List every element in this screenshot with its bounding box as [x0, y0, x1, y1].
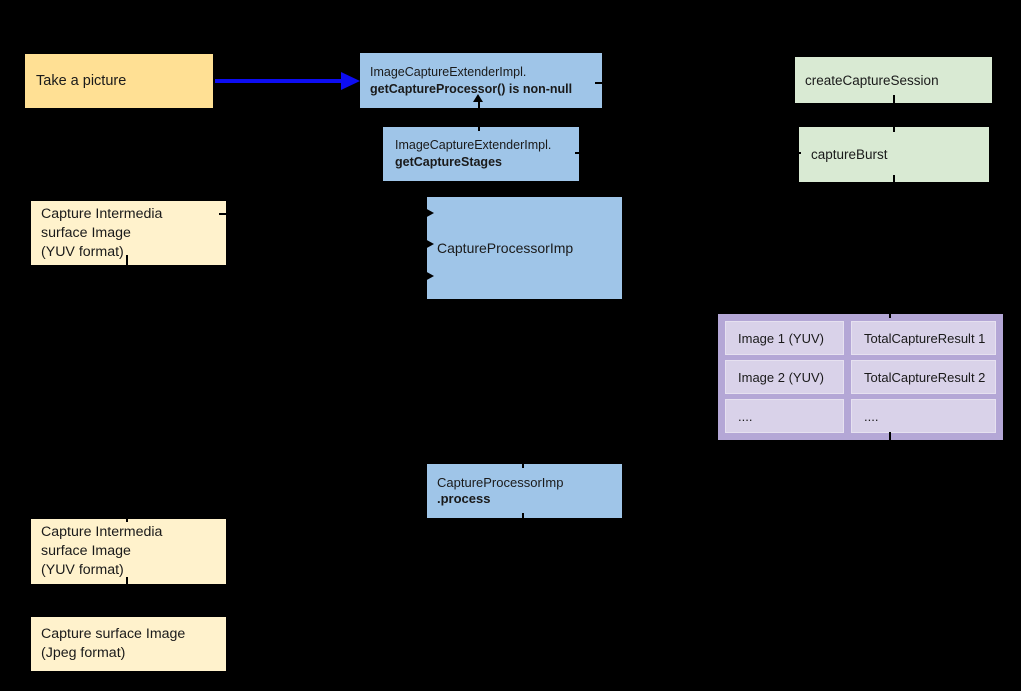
table-cell-text: TotalCaptureResult 1 — [864, 330, 986, 346]
table-cell: .... — [725, 399, 844, 433]
connector-line — [793, 152, 801, 154]
node-label-line1: Capture surface Image — [41, 625, 186, 642]
connector-line — [478, 101, 480, 131]
connector-line — [219, 213, 230, 215]
table-cell: Image 1 (YUV) — [725, 321, 844, 355]
table-cell: Image 2 (YUV) — [725, 360, 844, 394]
flow-arrow-head-icon — [341, 72, 360, 90]
connector-line — [893, 127, 895, 132]
table-cell-text: .... — [864, 408, 879, 424]
connector-line — [595, 82, 602, 84]
table-cell-text: TotalCaptureResult 2 — [864, 369, 986, 385]
node-label-line3: (YUV format) — [41, 562, 124, 578]
node-capture-processor-process: CaptureProcessorImp .process — [427, 464, 622, 518]
table-cell: TotalCaptureResult 1 — [851, 321, 996, 355]
table-cell-text: Image 1 (YUV) — [738, 330, 824, 346]
node-capture-burst: captureBurst — [799, 127, 989, 182]
node-label-line2: getCaptureProcessor() is non-null — [370, 81, 573, 96]
node-label-line1: Capture Intermedia — [41, 206, 163, 222]
table-cell: TotalCaptureResult 2 — [851, 360, 996, 394]
connector-line — [126, 518, 128, 522]
node-label-line2: surface Image — [41, 543, 131, 559]
node-label-line1: ImageCaptureExtenderImpl. — [370, 64, 527, 79]
node-capture-intermedia-surface-bottom: Capture Intermedia surface Image (YUV fo… — [31, 519, 226, 584]
node-label-line1: Capture Intermedia — [41, 524, 163, 540]
node-capture-processor-imp: CaptureProcessorImp — [427, 197, 622, 299]
node-label-line2: (Jpeg format) — [41, 645, 126, 661]
flow-arrow-shaft — [215, 79, 343, 83]
connector-line — [893, 175, 895, 183]
node-label-line1: ImageCaptureExtenderImpl. — [395, 138, 552, 152]
table-cell: .... — [851, 399, 996, 433]
capture-results-table: Image 1 (YUV) TotalCaptureResult 1 Image… — [718, 314, 1003, 440]
connector-line — [575, 152, 584, 154]
node-label-line2: getCaptureStages — [395, 155, 502, 169]
connector-line — [889, 432, 891, 441]
node-label-line3: (YUV format) — [41, 244, 124, 260]
connector-arrowhead — [425, 271, 434, 281]
connector-arrowhead — [473, 94, 483, 102]
node-get-capture-stages: ImageCaptureExtenderImpl. getCaptureStag… — [383, 127, 579, 181]
connector-line — [522, 463, 524, 468]
node-label-line2: surface Image — [41, 225, 131, 241]
connector-line — [522, 513, 524, 519]
node-label-line2: .process — [437, 491, 491, 506]
connector-arrowhead — [425, 239, 434, 249]
connector-line — [126, 577, 128, 585]
table-cell-text: .... — [738, 408, 753, 424]
node-capture-surface-jpeg: Capture surface Image (Jpeg format) — [31, 617, 226, 671]
node-label: Take a picture — [36, 73, 127, 89]
node-label-line1: CaptureProcessorImp — [437, 474, 564, 490]
connector-arrowhead — [425, 208, 434, 218]
node-label: captureBurst — [811, 147, 888, 162]
node-label: CaptureProcessorImp — [437, 240, 574, 256]
node-label: createCaptureSession — [805, 72, 939, 88]
node-capture-intermedia-surface-top: Capture Intermedia surface Image (YUV fo… — [31, 201, 226, 265]
table-cell-text: Image 2 (YUV) — [738, 369, 824, 385]
connector-line — [126, 255, 128, 267]
node-take-a-picture: Take a picture — [25, 54, 213, 108]
connector-line — [893, 95, 895, 103]
connector-line — [889, 309, 891, 318]
